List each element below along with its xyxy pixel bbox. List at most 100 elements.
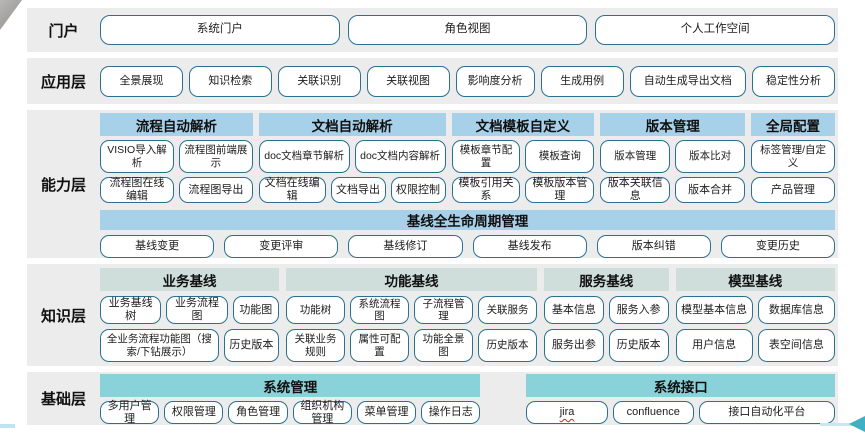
capability-button[interactable]: 流程图在线编辑 [100, 177, 174, 203]
group-row: 基本信息服务入参 [544, 296, 669, 324]
portal-button[interactable]: 个人工作空间 [595, 15, 836, 45]
capability-button[interactable]: doc文档内容解析 [354, 140, 446, 173]
knowledge-button[interactable]: 子流程管理 [414, 296, 474, 324]
capability-button[interactable]: doc文档章节解析 [258, 140, 350, 173]
baseline-button[interactable]: 基线修订 [348, 235, 463, 258]
capability-button[interactable]: 版本关联信息 [600, 177, 671, 203]
knowledge-button[interactable]: 业务流程图 [166, 296, 228, 324]
knowledge-button[interactable]: 属性可配置 [350, 329, 410, 362]
group-model-baseline: 模型基线 模型基本信息数据库信息 用户信息表空间信息 [675, 268, 835, 362]
knowledge-button[interactable]: 历史版本 [478, 329, 538, 362]
group-row: 关联业务规则属性可配置功能全景图历史版本 [286, 329, 538, 362]
capability-button[interactable]: 标签管理/自定义 [751, 140, 835, 173]
capability-button[interactable]: 流程图导出 [178, 177, 253, 203]
foundation-content: 系统管理 多用户管理权限管理角色管理组织机构管理菜单管理操作日志 系统接口 ji… [100, 372, 838, 425]
knowledge-button[interactable]: 历史版本 [223, 329, 280, 362]
portal-row: 系统门户角色视图个人工作空间 [100, 8, 838, 52]
knowledge-button[interactable]: 数据库信息 [757, 296, 835, 324]
layer-portal-label: 门户 [48, 22, 79, 40]
knowledge-button[interactable]: 全业务流程功能图（搜索/下钻展示） [100, 329, 219, 362]
capability-button[interactable]: 文档在线编辑 [258, 177, 326, 203]
group-header: 业务基线 [100, 268, 280, 291]
capability-button[interactable]: 文档导出 [330, 177, 386, 203]
foundation-button[interactable]: 权限管理 [164, 401, 224, 424]
knowledge-button[interactable]: 功能全景图 [414, 329, 474, 362]
knowledge-button[interactable]: 功能树 [286, 296, 346, 324]
layer-capability: 能力层 流程自动解析 VISIO导入解析流程图前端展示 流程图在线编辑流程图导出… [27, 110, 838, 258]
knowledge-button[interactable]: 系统流程图 [350, 296, 410, 324]
corner-fold-decoration [0, 0, 22, 30]
layer-application: 应用层 全景展现知识检索关联识别关联视图影响度分析生成用例自动生成导出文档稳定性… [27, 58, 838, 104]
application-button[interactable]: 关联视图 [366, 65, 450, 97]
foundation-button[interactable]: 角色管理 [228, 401, 288, 424]
capability-button[interactable]: 版本管理 [600, 140, 671, 173]
knowledge-button[interactable]: 业务基线树 [100, 296, 162, 324]
capability-button[interactable]: VISIO导入解析 [100, 140, 174, 173]
capability-button[interactable]: 模板引用关系 [451, 177, 521, 203]
capability-button[interactable]: 版本合并 [675, 177, 746, 203]
group-header: 版本管理 [600, 113, 746, 136]
baseline-button[interactable]: 基线发布 [472, 235, 587, 258]
foundation-button[interactable]: 组织机构管理 [292, 400, 352, 425]
group-row: 文档在线编辑文档导出权限控制 [258, 177, 446, 203]
capability-button[interactable]: 模板章节配置 [451, 140, 521, 173]
system-mgmt-row: 多用户管理权限管理角色管理组织机构管理菜单管理操作日志 [100, 400, 481, 425]
knowledge-button[interactable]: 模型基本信息 [675, 296, 753, 324]
capability-button[interactable]: 权限控制 [390, 177, 446, 203]
capability-button[interactable]: 模板版本管理 [525, 177, 595, 203]
layer-knowledge: 知识层 业务基线 业务基线树业务流程图功能图 全业务流程功能图（搜索/下钻展示）… [27, 264, 838, 366]
group-row: 版本管理版本比对 [600, 140, 746, 173]
foundation-button[interactable]: 接口自动化平台 [698, 401, 835, 424]
portal-button[interactable]: 角色视图 [347, 15, 588, 45]
baseline-lifecycle-header: 基线全生命周期管理 [100, 210, 835, 231]
capability-button[interactable]: 流程图前端展示 [178, 140, 253, 173]
group-row: 模板章节配置模板查询 [451, 140, 595, 173]
foundation-button[interactable]: confluence [612, 401, 694, 424]
foundation-button[interactable]: 操作日志 [421, 401, 481, 424]
application-button[interactable]: 生成用例 [540, 65, 624, 97]
application-button[interactable]: 自动生成导出文档 [629, 65, 747, 97]
group-row: 用户信息表空间信息 [675, 329, 835, 362]
knowledge-button[interactable]: 服务入参 [608, 296, 669, 324]
foundation-button[interactable]: 多用户管理 [100, 400, 160, 425]
capability-button[interactable]: 版本比对 [675, 140, 746, 173]
app-row: 全景展现知识检索关联识别关联视图影响度分析生成用例自动生成导出文档稳定性分析 [100, 58, 838, 104]
application-button[interactable]: 影响度分析 [455, 65, 535, 97]
baseline-button[interactable]: 基线变更 [100, 235, 215, 258]
layer-application-label: 应用层 [40, 73, 86, 91]
group-process-parsing: 流程自动解析 VISIO导入解析流程图前端展示 流程图在线编辑流程图导出 [100, 113, 253, 203]
knowledge-button[interactable]: 关联服务 [478, 296, 538, 324]
baseline-button[interactable]: 变更历史 [720, 235, 836, 258]
knowledge-button[interactable]: 历史版本 [608, 329, 669, 362]
application-button[interactable]: 知识检索 [188, 65, 272, 97]
capability-button[interactable]: 产品管理 [751, 177, 835, 203]
application-button[interactable]: 关联识别 [277, 65, 361, 97]
group-header: 模型基线 [675, 268, 835, 291]
knowledge-content: 业务基线 业务基线树业务流程图功能图 全业务流程功能图（搜索/下钻展示）历史版本… [100, 264, 838, 366]
knowledge-button[interactable]: 基本信息 [544, 296, 604, 324]
bottom-left-line-decoration [0, 424, 15, 428]
application-button[interactable]: 稳定性分析 [752, 65, 835, 97]
knowledge-button[interactable]: 服务出参 [544, 329, 604, 362]
knowledge-button[interactable]: 表空间信息 [757, 329, 835, 362]
baseline-button[interactable]: 版本纠错 [596, 235, 711, 258]
knowledge-button[interactable]: 用户信息 [675, 329, 753, 362]
foundation-button[interactable]: 菜单管理 [356, 401, 417, 424]
layer-capability-label: 能力层 [40, 176, 86, 194]
portal-button[interactable]: 系统门户 [100, 15, 340, 45]
knowledge-button[interactable]: 关联业务规则 [286, 329, 346, 362]
capability-button[interactable]: 模板查询 [525, 140, 595, 173]
group-header: 服务基线 [544, 268, 669, 291]
group-system-mgmt: 系统管理 多用户管理权限管理角色管理组织机构管理菜单管理操作日志 [100, 374, 481, 425]
foundation-button[interactable]: jira [526, 401, 608, 424]
group-row: 产品管理 [751, 177, 835, 203]
knowledge-button[interactable]: 功能图 [232, 296, 280, 324]
group-row: 业务基线树业务流程图功能图 [100, 296, 280, 324]
application-button[interactable]: 全景展现 [100, 65, 183, 97]
baseline-button[interactable]: 变更评审 [224, 235, 339, 258]
group-business-baseline: 业务基线 业务基线树业务流程图功能图 全业务流程功能图（搜索/下钻展示）历史版本 [100, 268, 280, 362]
group-header: 功能基线 [286, 268, 538, 291]
